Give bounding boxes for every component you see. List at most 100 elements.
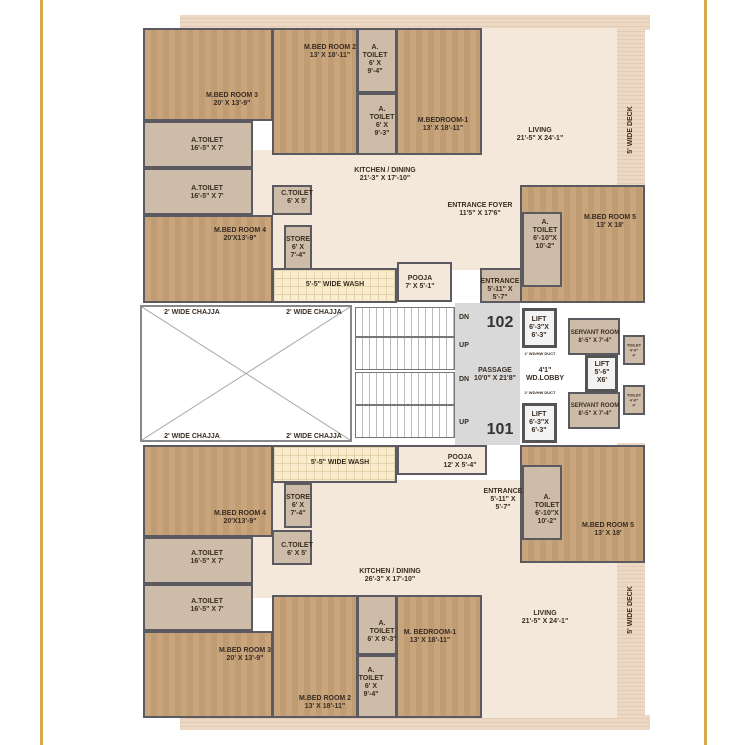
toilet-a2-102 (143, 168, 253, 215)
chajja-label-bl: 2' WIDE CHAJJA (164, 433, 220, 440)
stair-flight-2 (355, 337, 455, 370)
living-102 (480, 28, 617, 188)
wash-101 (272, 445, 397, 483)
stair-dn-1: DN (458, 314, 470, 321)
pooja-102 (397, 262, 452, 302)
servant-toilet-bottom (623, 385, 645, 415)
servant-room-top (568, 318, 620, 355)
lift-service (585, 355, 618, 392)
passage (455, 303, 520, 445)
bed1-102 (396, 28, 482, 155)
chajja-void (140, 305, 352, 442)
label-living-101: LIVING 21'-5" X 24'-1" (521, 610, 569, 625)
chajja-label-br: 2' WIDE CHAJJA (286, 433, 342, 440)
label-servant-room-top: SERVANT ROOM 8'-5" X 7'-4" (570, 330, 620, 344)
label-bed5-101: M.BED ROOM 5 13' X 18' (581, 522, 635, 537)
label-living-102: LIVING 21'-5" X 24'-1" (516, 127, 564, 142)
ctoilet-101 (272, 530, 312, 565)
stair-flight-3 (355, 372, 455, 405)
label-toilet-a2-101: A.TOILET 16'-5" X 7' (190, 598, 224, 613)
toilet-a1-101 (143, 537, 253, 584)
label-duct-bottom: 2' WD/HW DUCT (524, 390, 556, 395)
pooja-101 (397, 445, 487, 475)
chajja-label-tl: 2' WIDE CHAJJA (164, 309, 220, 316)
label-kitchen-102: KITCHEN / DINING 21'-3" X 17'-10" (354, 167, 416, 182)
label-ctoilet-102: C.TOILET 6' X 5' (281, 190, 313, 205)
toilet-a1-102 (143, 121, 253, 168)
label-kitchen-101: KITCHEN / DINING 26'-3" X 17'-10" (359, 568, 421, 583)
label-wash-102: 5'-5" WIDE WASH (305, 281, 365, 288)
label-deck-102: 5' WIDE DECK (627, 106, 634, 154)
label-bed4-102: M.BED ROOM 4 20'X13'-9" (213, 227, 267, 242)
label-toilet-c-101: A. TOILET 6'-10"X 10'-2" (534, 494, 560, 525)
store-101 (284, 483, 312, 528)
stair-dn-2: DN (458, 376, 470, 383)
toilet-c-102 (522, 212, 562, 287)
label-toilet-b2-101: A. TOILET 6' X 9'-4" (358, 667, 384, 698)
bed3-102 (143, 28, 273, 121)
label-toilet-a1-102: A.TOILET 16'-5" X 7' (190, 137, 224, 152)
label-bed1-102: M.BEDROOM-1 13' X 18'-11" (417, 117, 469, 132)
bed4-102 (143, 215, 273, 303)
label-toilet-a2-102: A.TOILET 16'-5" X 7' (190, 185, 224, 200)
label-entrance-102: ENTRANCE 5'-11" X 5'-7" (480, 278, 520, 301)
label-toilet-b2-102: A. TOILET 6' X 9'-3" (369, 106, 395, 137)
label-store-102: STORE 6' X 7'-4" (286, 236, 310, 259)
label-bed3-102: M.BED ROOM 3 20' X 13'-9" (205, 92, 259, 107)
unit-number-101: 101 (486, 421, 514, 438)
bed4-101 (143, 445, 273, 537)
label-entrance-101: ENTRANCE 5'-11" X 5'-7" (483, 488, 523, 511)
label-lift-a: LIFT 6'-3"X 6'-3" (529, 316, 549, 339)
label-toilet-b1-102: A. TOILET 6' X 9'-4" (362, 44, 388, 75)
wash-102 (272, 268, 397, 303)
label-duct-top: 2' WD/HW DUCT (524, 351, 556, 356)
lift-a (522, 308, 557, 348)
servant-room-bottom (568, 392, 620, 429)
label-wash-101: 5'-5" WIDE WASH (310, 459, 370, 466)
servant-toilet-top (623, 335, 645, 365)
unit-number-102: 102 (486, 314, 514, 331)
toilet-b1-101 (357, 595, 397, 655)
ctoilet-102 (272, 185, 312, 215)
label-bed3-101: M.BED ROOM 3 20' X 13'-9" (218, 647, 272, 662)
label-pooja-101: POOJA 12' X 5'-4" (443, 454, 477, 469)
bed3-101 (143, 631, 273, 718)
label-bed2-102: M.BED ROOM 2 13' X 18'-11" (303, 44, 357, 59)
toilet-a2-101 (143, 584, 253, 631)
label-foyer-102: ENTRANCE FOYER 11'5" X 17'6" (447, 202, 513, 217)
label-bed1-101: M. BEDROOM-1 13' X 18'-11" (403, 629, 457, 644)
label-passage: PASSAGE 10'0" X 21'8" (474, 367, 516, 382)
label-bed5-102: M.BED ROOM 5 13' X 18' (583, 214, 637, 229)
void-cross-lines (142, 307, 350, 440)
toilet-c-101 (522, 465, 562, 540)
label-wd-lobby: 4'1" WD.LOBBY (525, 367, 565, 382)
label-servant-room-bottom: SERVANT ROOM 8'-5" X 7'-4" (570, 403, 620, 417)
label-servant-toilet-bottom: TOILET 4'-0" 4' (626, 392, 642, 408)
label-bed4-101: M.BED ROOM 4 20'X13'-9" (213, 510, 267, 525)
chajja-label-tr: 2' WIDE CHAJJA (286, 309, 342, 316)
stair-flight-4 (355, 405, 455, 438)
label-servant-toilet-top: TOILET 4'-0" 4' (626, 342, 642, 358)
bed2-102 (272, 28, 358, 155)
top-terrace (180, 15, 650, 30)
left-border-line (40, 0, 43, 745)
label-toilet-c-102: A. TOILET 6'-10"X 10'-2" (532, 219, 558, 250)
label-ctoilet-101: C.TOILET 6' X 5' (281, 542, 313, 557)
right-border-line (704, 0, 707, 745)
label-toilet-a1-101: A.TOILET 16'-5" X 7' (190, 550, 224, 565)
stair-up-1: UP (459, 342, 469, 349)
stair-up-2: UP (459, 419, 469, 426)
bottom-terrace (180, 715, 650, 730)
bed1-101 (396, 595, 482, 718)
label-lift-b: LIFT 6'-3"X 6'-3" (529, 411, 549, 434)
living-101 (480, 560, 617, 718)
label-bed2-101: M.BED ROOM 2 13' X 18'-11" (298, 695, 352, 710)
lift-b (522, 403, 557, 443)
store-102 (284, 225, 312, 270)
label-lift-service: LIFT 5'-6" X6' (594, 361, 610, 384)
label-store-101: STORE 6' X 7'-4" (286, 494, 310, 517)
label-deck-101: 5' WIDE DECK (627, 586, 634, 634)
label-pooja-102: POOJA 7' X 5'-1" (405, 275, 435, 290)
stair-flight-1 (355, 307, 455, 337)
